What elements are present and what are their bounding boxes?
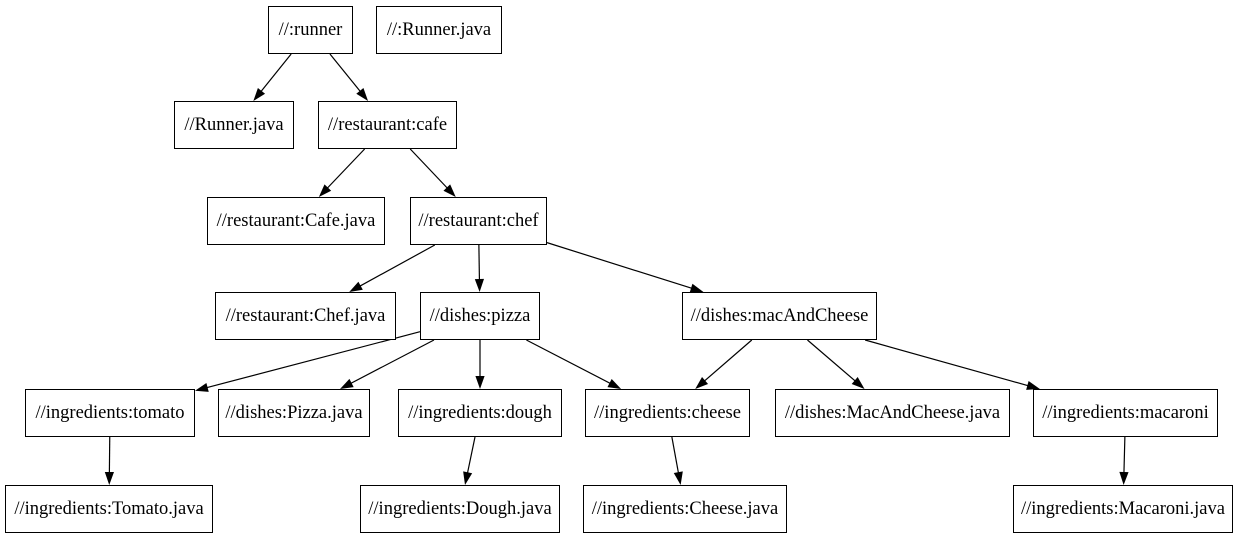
graph-node-mac-and-cheese: //dishes:macAndCheese [682, 292, 877, 340]
graph-node-runner-java-decl: //:Runner.java [376, 6, 502, 54]
arrowhead-icon [253, 87, 266, 101]
arrowhead-icon [475, 376, 485, 389]
graph-node-chef-java: //restaurant:Chef.java [215, 292, 396, 340]
graph-edge-mac-and-cheese-to-macaroni [864, 339, 1040, 390]
graph-edge-chef-to-mac-and-cheese [546, 242, 704, 293]
graph-node-chef: //restaurant:chef [410, 197, 547, 245]
graph-edge-dough-to-dough-java [463, 436, 476, 485]
arrowhead-icon [349, 281, 363, 292]
graph-node-dough-java: //ingredients:Dough.java [360, 485, 560, 533]
graph-edge-cafe-to-cafe-java [318, 148, 366, 197]
arrowhead-icon [463, 471, 473, 485]
arrowhead-icon [1119, 471, 1129, 485]
arrowhead-icon [673, 471, 683, 485]
graph-node-macaroni: //ingredients:macaroni [1033, 389, 1218, 437]
graph-edge-chef-to-pizza [474, 244, 485, 292]
graph-node-cheese-java: //ingredients:Cheese.java [583, 485, 787, 533]
arrowhead-icon [356, 88, 369, 101]
graph-node-mac-and-cheese-java: //dishes:MacAndCheese.java [775, 389, 1010, 437]
graph-node-tomato-java: //ingredients:Tomato.java [5, 485, 213, 533]
arrowhead-icon [340, 378, 354, 389]
arrowhead-icon [474, 278, 485, 292]
graph-edge-cafe-to-chef [409, 148, 456, 197]
graph-node-cheese: //ingredients:cheese [585, 389, 750, 437]
graph-edge-cheese-to-cheese-java [671, 436, 683, 485]
graph-node-cafe-java: //restaurant:Cafe.java [207, 197, 385, 245]
graph-node-cafe: //restaurant:cafe [318, 101, 457, 149]
arrowhead-icon [695, 377, 709, 389]
graph-edge-pizza-to-tomato [195, 331, 421, 392]
arrowhead-icon [443, 184, 456, 197]
graph-edge-pizza-to-dough [475, 340, 485, 389]
graph-node-pizza: //dishes:pizza [420, 292, 540, 340]
graph-edge-tomato-to-tomato-java [104, 436, 114, 485]
graph-node-runner: //:runner [268, 6, 353, 54]
graph-edge-runner-to-runner-java [253, 53, 292, 101]
graph-edge-pizza-to-cheese [526, 339, 622, 389]
graph-edge-mac-and-cheese-to-mac-and-cheese-java [807, 339, 865, 389]
arrowhead-icon [195, 382, 209, 392]
graph-node-runner-java: //Runner.java [174, 101, 294, 149]
graph-edge-runner-to-cafe [329, 53, 369, 101]
arrowhead-icon [851, 377, 865, 389]
graph-edge-chef-to-chef-java [349, 244, 436, 292]
graph-node-pizza-java: //dishes:Pizza.java [218, 389, 370, 437]
arrowhead-icon [318, 184, 332, 197]
graph-edge-macaroni-to-macaroni-java [1119, 436, 1129, 485]
graph-edge-pizza-to-pizza-java [340, 339, 435, 389]
graph-node-dough: //ingredients:dough [398, 389, 562, 437]
arrowhead-icon [607, 378, 622, 389]
graph-node-tomato: //ingredients:tomato [25, 389, 195, 437]
arrowhead-icon [104, 471, 114, 485]
graph-node-macaroni-java: //ingredients:Macaroni.java [1013, 485, 1233, 533]
graph-edge-mac-and-cheese-to-cheese [695, 339, 753, 389]
